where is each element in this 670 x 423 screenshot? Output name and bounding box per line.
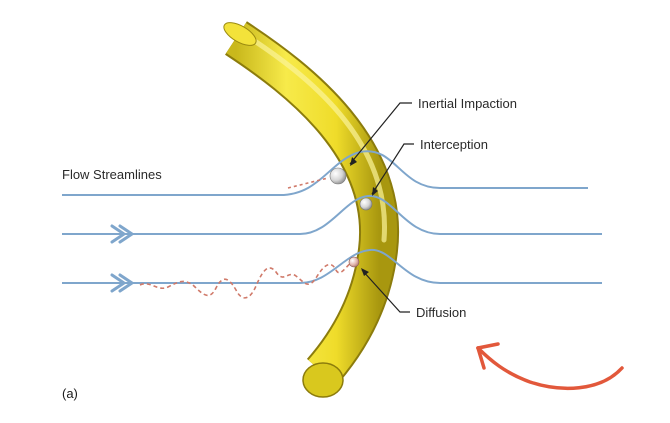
curved-arrow-icon <box>476 342 624 391</box>
diffusion-label: Diffusion <box>416 305 466 320</box>
fiber-end-face <box>302 362 344 398</box>
streamline-3 <box>62 248 602 284</box>
interception-particle <box>359 197 373 211</box>
leader-lines <box>349 102 414 313</box>
leader-interception <box>371 143 414 195</box>
chevron-right-icon <box>110 224 134 244</box>
impaction-trajectory <box>287 177 329 189</box>
diffusion-path <box>139 261 353 299</box>
chevron-right-icon <box>110 273 134 293</box>
streamline-2 <box>62 194 602 235</box>
leader-arrowheads <box>350 157 378 276</box>
panel-label: (a) <box>62 386 78 401</box>
fiber-cylinder <box>223 21 400 398</box>
inertial-impaction-label: Inertial Impaction <box>418 96 517 111</box>
leader-diffusion <box>361 269 410 313</box>
flow-streamlines-label: Flow Streamlines <box>62 167 162 182</box>
impaction-particle <box>329 167 347 185</box>
interception-label: Interception <box>420 137 488 152</box>
leader-inertial-impaction <box>349 102 412 165</box>
diffusion-particle <box>348 256 360 268</box>
